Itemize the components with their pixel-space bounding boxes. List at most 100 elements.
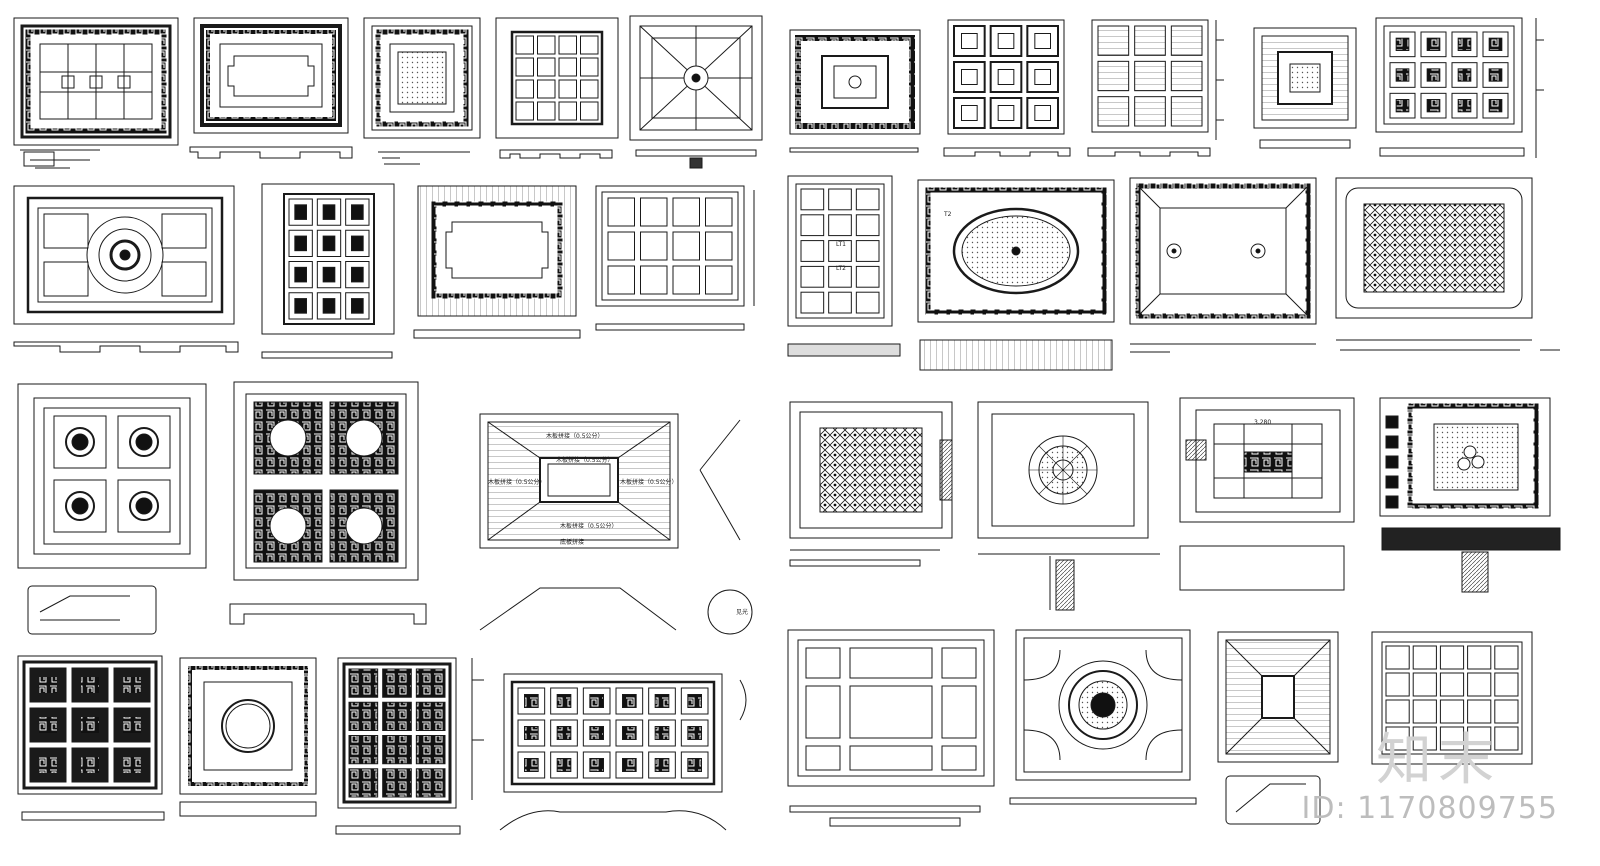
coffer-cell: [1494, 699, 1519, 724]
coffer-inset: [294, 266, 308, 283]
coffer-cell: [582, 719, 611, 747]
coffer-inset: [1488, 68, 1503, 82]
ceiling-plan-15: [787, 175, 901, 357]
coffer-inset: [1034, 105, 1052, 121]
coffer-cell: [1420, 92, 1447, 119]
coffer-cell: [580, 79, 599, 99]
coffer-inset: [322, 266, 336, 283]
coffer-inset: [997, 105, 1015, 121]
coffer-inset: [80, 676, 100, 694]
ceiling-plan-24: [1179, 397, 1355, 591]
coffer-inset: [294, 235, 308, 252]
ceiling-plan-13: [413, 185, 581, 339]
coffer-inset: [351, 235, 364, 252]
coffer-cell: [348, 768, 379, 798]
coffer-cell: [607, 197, 635, 227]
coffer-inset: [997, 33, 1015, 49]
ceiling-plan-22: [789, 401, 953, 567]
coffer-cell: [680, 751, 709, 779]
coffer-cell: [517, 751, 546, 779]
coffer-cell: [316, 198, 342, 226]
coffer-cell: [1467, 699, 1492, 724]
coffer-cell: [705, 197, 733, 227]
coffer-cell: [1494, 645, 1519, 670]
coffer-inset: [1395, 99, 1410, 113]
ceiling-plan-23: [977, 401, 1160, 611]
coffer-cell: [348, 701, 379, 731]
coffer-cell: [558, 101, 577, 121]
coffer-inset: [38, 756, 58, 774]
ceiling-plan-5: [629, 15, 763, 169]
coffer-cell: [1026, 97, 1060, 129]
coffer-inset: [294, 298, 308, 314]
coffer-cell: [1451, 62, 1478, 88]
coffer-cell: [1412, 699, 1437, 724]
coffer-cell: [800, 240, 825, 262]
coffer-cell: [828, 188, 852, 211]
ceiling-plan-21: [479, 413, 753, 635]
coffer-cell: [1385, 672, 1410, 697]
ceiling-plan-20: [229, 381, 427, 625]
coffer-inset: [687, 758, 702, 772]
label-t2: T2: [943, 211, 952, 218]
coffer-cell: [1412, 672, 1437, 697]
coffer-cell: [288, 261, 313, 289]
coffer-cell: [828, 214, 852, 237]
ceiling-plan-4: [495, 17, 619, 159]
ceiling-plan-31: [1009, 629, 1197, 805]
ceiling-plan-19: [17, 383, 207, 635]
coffer-cell: [1482, 62, 1509, 88]
coffer-cell: [515, 101, 534, 121]
coffer-cell: [415, 735, 446, 765]
label-panel-bottom: 木板拼接（0.5公分）: [560, 522, 618, 530]
coffer-cell: [828, 265, 852, 288]
ceiling-plan-1: [13, 17, 179, 169]
coffer-inset: [622, 726, 637, 740]
coffer-cell: [1170, 25, 1203, 56]
coffer-inset: [961, 33, 978, 49]
coffer-cell: [1385, 726, 1410, 751]
coffer-cell: [550, 751, 578, 779]
coffer-inset: [294, 204, 308, 220]
coffer-cell: [1482, 31, 1509, 58]
coffer-cell: [1026, 25, 1060, 57]
coffer-cell: [288, 292, 313, 320]
coffer-inset: [687, 694, 702, 708]
coffer-cell: [1439, 645, 1465, 670]
coffer-cell: [1420, 62, 1447, 88]
coffer-inset: [80, 756, 100, 774]
coffer-cell: [582, 751, 611, 779]
coffer-inset: [997, 69, 1015, 85]
coffer-cell: [680, 687, 709, 715]
coffer-cell: [1467, 726, 1492, 751]
coffer-cell: [382, 768, 412, 798]
coffer-inset: [524, 758, 539, 772]
coffer-cell: [1385, 645, 1410, 670]
coffer-cell: [640, 231, 668, 261]
coffer-inset: [961, 105, 978, 121]
coffer-cell: [989, 25, 1023, 57]
coffer-inset: [1395, 37, 1410, 52]
coffer-inset: [351, 266, 364, 283]
coffer-inset: [1457, 68, 1472, 82]
coffer-cell: [348, 668, 379, 698]
coffer-cell: [316, 292, 342, 320]
coffer-cell: [382, 701, 412, 731]
coffer-cell: [537, 57, 556, 77]
coffer-inset: [556, 726, 572, 740]
coffer-cell: [855, 214, 880, 237]
ceiling-plan-9: [1253, 27, 1357, 149]
coffer-inset: [524, 726, 539, 740]
ceiling-plan-3: [363, 17, 481, 165]
ceiling-plan-10: [1375, 17, 1544, 158]
coffer-cell: [648, 751, 676, 779]
coffer-cell: [345, 198, 370, 226]
label-detail-callout: 见光: [736, 608, 748, 616]
coffer-cell: [800, 214, 825, 237]
ceiling-plan-12: [261, 183, 395, 359]
coffer-inset: [654, 694, 670, 708]
ceiling-plan-25: [1379, 397, 1561, 593]
coffer-cell: [800, 291, 825, 314]
label-panel-right: 木板拼接（0.5公分）: [620, 478, 678, 486]
label-panel-left: 木板拼接（0.5公分）: [488, 478, 546, 486]
